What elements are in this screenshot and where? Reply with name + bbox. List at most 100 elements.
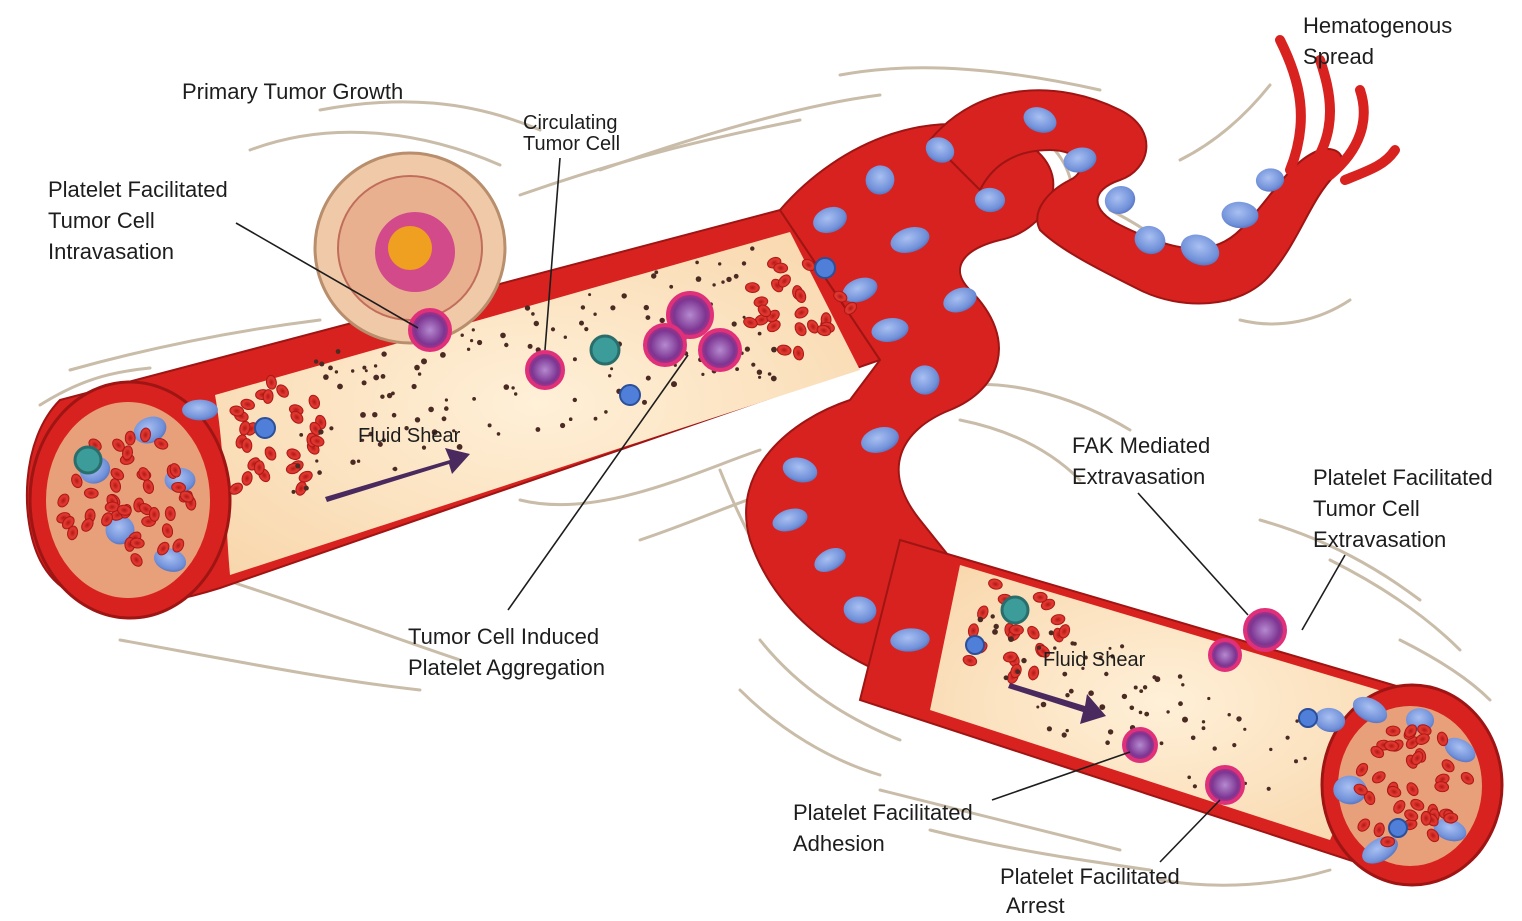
label-platelet-extravasation: Platelet Facilitated Tumor Cell Extravas… (1313, 462, 1493, 555)
platelet (1160, 741, 1164, 745)
platelet (472, 328, 475, 331)
platelet (695, 261, 699, 265)
red-blood-cell (1386, 726, 1400, 736)
label-line: Tumor Cell (1313, 493, 1493, 524)
platelet (1139, 689, 1143, 693)
platelet (588, 293, 591, 296)
leader-fak (1138, 493, 1248, 615)
platelet (1108, 729, 1113, 734)
platelet (393, 467, 396, 470)
platelet (1130, 706, 1135, 711)
platelet (1166, 710, 1169, 713)
label-line: Circulating (523, 113, 620, 134)
platelet (1207, 697, 1210, 700)
platelet (1088, 690, 1094, 696)
platelet (1037, 646, 1041, 650)
label-line: Adhesion (793, 828, 973, 859)
platelet (472, 397, 476, 401)
label-circulating-tumor-cell: Circulating Tumor Cell (523, 113, 620, 155)
platelet (1036, 706, 1039, 709)
label-line: Primary Tumor Growth (182, 76, 403, 107)
platelet (1104, 672, 1108, 676)
tumor-aggregate-cell (700, 330, 740, 370)
label-line: Extravasation (1072, 461, 1210, 492)
platelet (735, 367, 739, 371)
platelet (1062, 672, 1067, 677)
platelet (751, 363, 755, 367)
platelet (440, 352, 446, 358)
platelet (750, 246, 754, 250)
platelet (758, 332, 762, 336)
platelet (1267, 787, 1271, 791)
platelet (504, 343, 508, 347)
platelet (991, 614, 995, 618)
platelet (514, 392, 517, 395)
platelet (1178, 674, 1183, 679)
platelet (373, 375, 379, 381)
label-tumor-platelet-aggregation: Tumor Cell Induced Platelet Aggregation (408, 621, 605, 683)
platelet (292, 490, 296, 494)
platelet (504, 384, 510, 390)
platelet (551, 327, 555, 331)
platelet (1073, 642, 1077, 646)
platelet (610, 305, 615, 310)
platelet (1015, 669, 1020, 674)
label-line: Fluid Shear (1043, 650, 1145, 671)
platelet (314, 359, 318, 363)
platelet (1047, 726, 1052, 731)
label-fluid-shear-upper: Fluid Shear (358, 426, 460, 447)
platelet (365, 369, 368, 372)
platelet (771, 376, 777, 382)
platelet (351, 369, 354, 372)
label-line: Intravasation (48, 236, 228, 267)
platelet (1181, 683, 1184, 686)
circulating-tumor-cell (527, 352, 563, 388)
platelet (317, 470, 322, 475)
platelet (350, 460, 355, 465)
platelet (534, 321, 539, 326)
platelet (564, 336, 567, 339)
platelet (644, 305, 649, 310)
platelet (732, 321, 737, 326)
tumor-aggregate-cell (645, 325, 685, 365)
platelet (323, 374, 329, 380)
platelet (336, 349, 341, 354)
platelet (362, 366, 366, 370)
label-line: Hematogenous (1303, 10, 1452, 41)
label-fluid-shear-lower: Fluid Shear (1043, 650, 1145, 671)
label-line: Platelet Facilitated (48, 174, 228, 205)
platelet (584, 327, 588, 331)
platelet (299, 433, 303, 437)
platelet (604, 410, 608, 414)
platelet (337, 384, 343, 390)
platelet (442, 416, 447, 421)
platelet (594, 417, 598, 421)
platelet (758, 376, 761, 379)
platelet (669, 285, 673, 289)
platelet (318, 429, 323, 434)
leader-arrest (1160, 800, 1220, 862)
label-platelet-adhesion: Platelet Facilitated Adhesion (793, 797, 973, 859)
platelet (1187, 776, 1191, 780)
platelet (1191, 736, 1196, 741)
platelet (651, 273, 656, 278)
platelet (418, 372, 421, 375)
tumor-cell-fak (1210, 640, 1240, 670)
label-line: FAK Mediated (1072, 430, 1210, 461)
label-fak-extravasation: FAK Mediated Extravasation (1072, 430, 1210, 492)
platelet (391, 392, 395, 396)
platelet (319, 362, 324, 367)
platelet (372, 412, 377, 417)
platelet (1065, 693, 1069, 697)
platelet (757, 370, 762, 375)
tumor-cell-fak (1245, 610, 1285, 650)
tumor-cell-arrest (1207, 767, 1243, 803)
platelet (622, 293, 627, 298)
platelet (743, 316, 746, 319)
tumor-cell-intravasating (410, 310, 450, 350)
red-blood-cell (1421, 811, 1431, 825)
platelet (718, 262, 721, 265)
platelet (362, 380, 367, 385)
label-line: Extravasation (1313, 524, 1493, 555)
platelet (528, 344, 533, 349)
